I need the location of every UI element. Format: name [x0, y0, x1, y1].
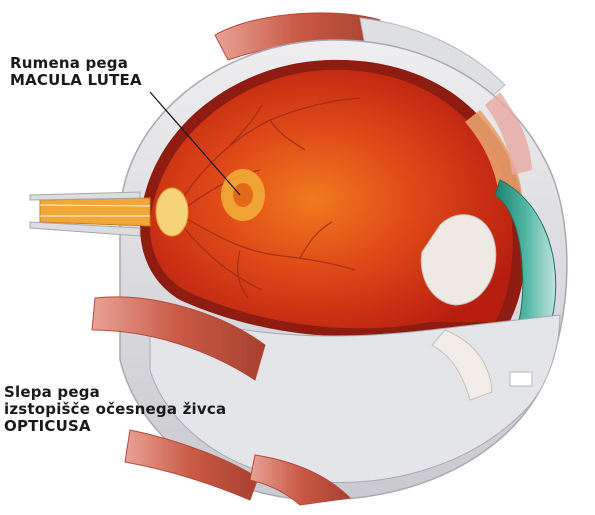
blind-spot-label: Slepa pega izstopišče očesnega živca OPT… — [4, 384, 226, 435]
optic-disc — [156, 188, 188, 236]
blind-spot-label-line2: izstopišče očesnega živca — [4, 401, 226, 418]
blind-spot-label-line1: Slepa pega — [4, 384, 226, 401]
macula-label-line2: MACULA LUTEA — [10, 72, 142, 89]
macula-label: Rumena pega MACULA LUTEA — [10, 55, 142, 89]
blind-spot-label-line3: OPTICUSA — [4, 418, 226, 435]
optic-nerve — [40, 198, 150, 226]
optic-nerve-sheath — [30, 192, 140, 200]
macula-label-line1: Rumena pega — [10, 55, 142, 72]
zonule-tab — [510, 372, 532, 386]
